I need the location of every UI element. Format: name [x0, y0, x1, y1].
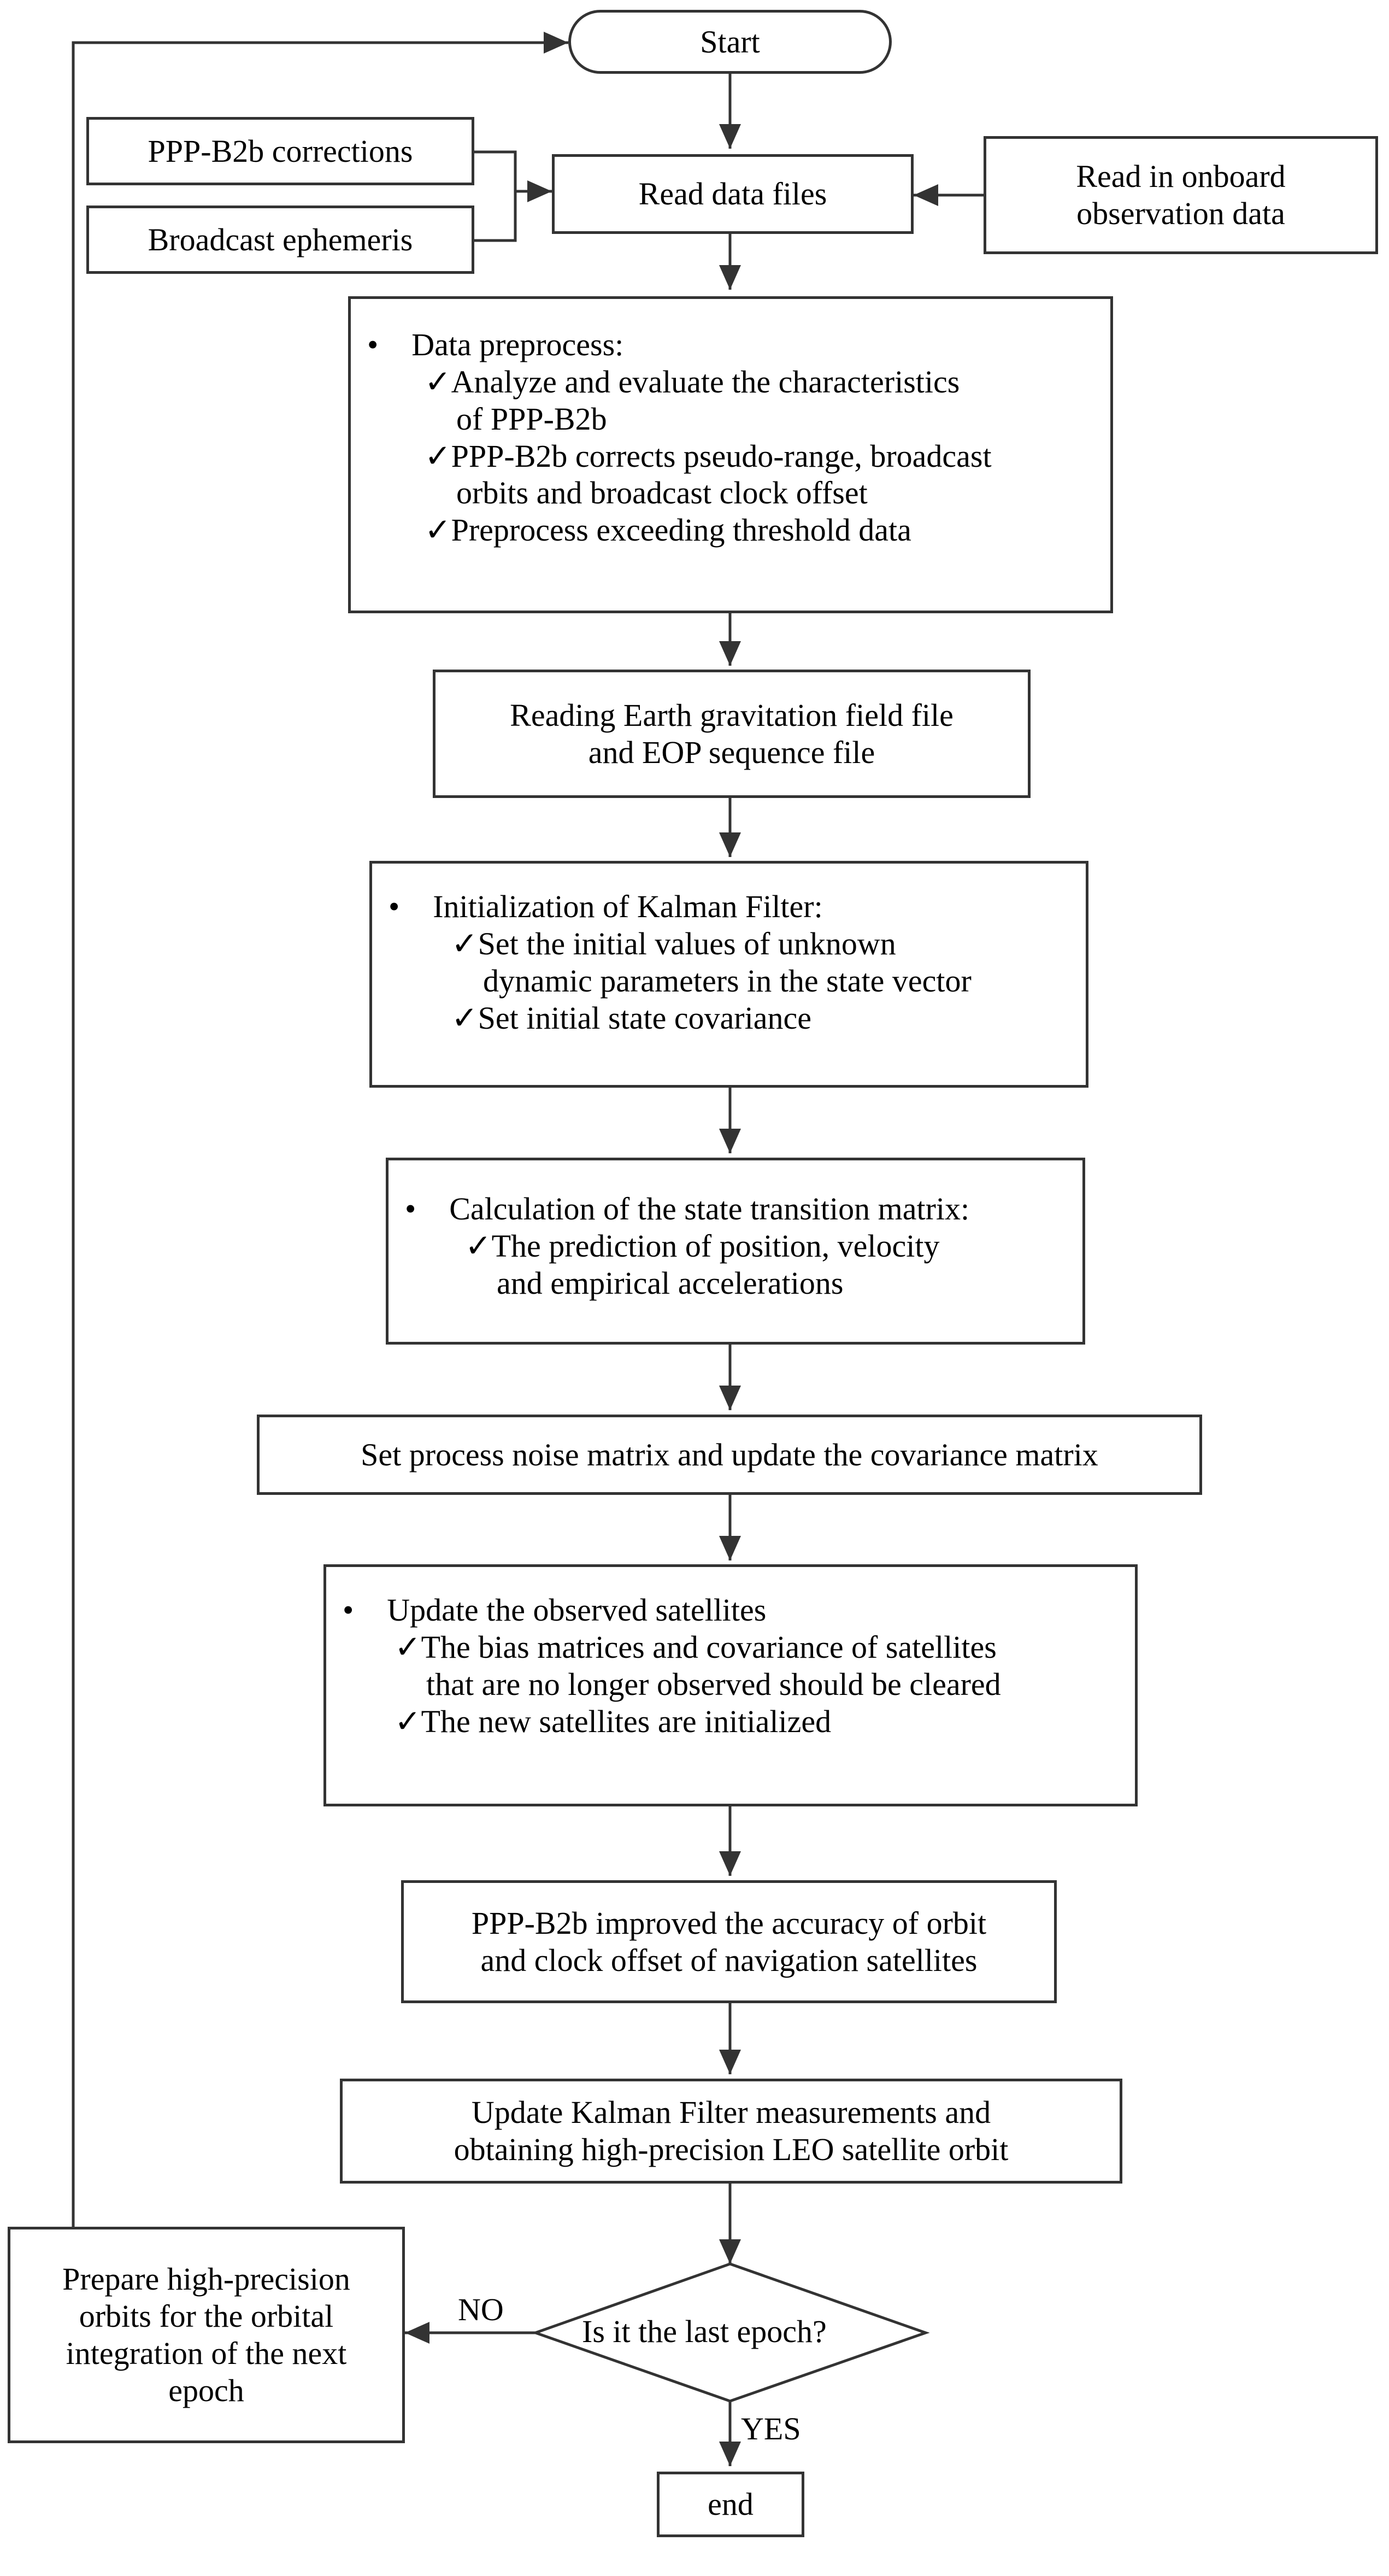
read-data-files-box: Read data files: [552, 154, 914, 234]
start-label: Start: [700, 24, 760, 60]
init-kalman-item-1-cont: dynamic parameters in the state vector: [483, 963, 972, 999]
end-label: end: [708, 2486, 754, 2522]
update-observed-item-1: ✓The bias matrices and covariance of sat…: [395, 1629, 997, 1665]
check-icon: ✓: [395, 1629, 421, 1665]
update-observed-title: •Update the observed satellites: [343, 1592, 767, 1628]
prepare-box: Prepare high-precision orbits for the or…: [8, 2227, 405, 2443]
bullet-icon: •: [343, 1592, 354, 1628]
read-onboard-line-2: observation data: [1076, 196, 1285, 231]
init-kalman-item-1: ✓Set the initial values of unknown: [451, 925, 896, 961]
update-kalman-line-2: obtaining high-precision LEO satellite o…: [454, 2132, 1009, 2167]
bullet-icon: •: [389, 889, 400, 924]
ppp-improved-box: PPP-B2b improved the accuracy of orbit a…: [401, 1880, 1057, 2003]
decision-label: Is it the last epoch?: [582, 2314, 827, 2349]
decision-diamond: [531, 2262, 930, 2403]
broadcast-ephemeris-box: Broadcast ephemeris: [86, 206, 474, 274]
bullet-icon: •: [405, 1191, 416, 1227]
prepare-line-1: Prepare high-precision: [62, 2261, 350, 2297]
edge-ephemeris-to-read: [474, 191, 517, 242]
edge-loop-back: [72, 32, 568, 2227]
check-icon: ✓: [425, 512, 451, 548]
ppp-b2b-corrections-box: PPP-B2b corrections: [86, 117, 474, 185]
process-noise-box: Set process noise matrix and update the …: [257, 1415, 1202, 1495]
edge-corrections-to-read: [474, 150, 552, 202]
preprocess-item-3: ✓Preprocess exceeding threshold data: [425, 512, 911, 548]
start-node: Start: [568, 10, 892, 74]
yes-label: YES: [741, 2411, 801, 2446]
update-observed-item-1-cont: that are no longer observed should be cl…: [426, 1666, 1001, 1702]
check-icon: ✓: [451, 1000, 478, 1036]
prepare-line-4: epoch: [168, 2372, 244, 2408]
read-data-files-label: Read data files: [638, 176, 827, 212]
data-preprocess-box: •Data preprocess: ✓Analyze and evaluate …: [348, 296, 1113, 613]
ppp-improved-line-2: and clock offset of navigation satellite…: [480, 1942, 978, 1978]
update-kalman-line-1: Update Kalman Filter measurements and: [471, 2094, 991, 2131]
read-onboard-box: Read in onboard observation data: [984, 136, 1378, 254]
no-label: NO: [458, 2292, 504, 2327]
bullet-icon: •: [367, 327, 379, 362]
reading-earth-box: Reading Earth gravitation field file and…: [433, 670, 1031, 798]
state-transition-item-1-cont: and empirical accelerations: [497, 1265, 844, 1301]
update-observed-item-2: ✓The new satellites are initialized: [395, 1703, 832, 1739]
end-node: end: [657, 2472, 804, 2537]
check-icon: ✓: [425, 438, 451, 474]
init-kalman-item-2: ✓Set initial state covariance: [451, 1000, 811, 1036]
prepare-line-2: orbits for the orbital: [79, 2298, 334, 2334]
state-transition-title: •Calculation of the state transition mat…: [405, 1191, 970, 1227]
ppp-b2b-corrections-label: PPP-B2b corrections: [148, 133, 413, 169]
process-noise-label: Set process noise matrix and update the …: [361, 1436, 1098, 1472]
check-icon: ✓: [465, 1228, 492, 1264]
check-icon: ✓: [425, 363, 451, 400]
ppp-improved-line-1: PPP-B2b improved the accuracy of orbit: [471, 1905, 987, 1941]
update-kalman-box: Update Kalman Filter measurements and ob…: [340, 2079, 1122, 2184]
preprocess-item-1-cont: of PPP-B2b: [456, 401, 607, 437]
update-observed-box: •Update the observed satellites ✓The bia…: [323, 1564, 1138, 1806]
prepare-line-3: integration of the next: [66, 2336, 347, 2371]
preprocess-item-2: ✓PPP-B2b corrects pseudo-range, broadcas…: [425, 438, 992, 474]
init-kalman-box: •Initialization of Kalman Filter: ✓Set t…: [369, 861, 1088, 1088]
data-preprocess-title: •Data preprocess:: [367, 327, 624, 362]
check-icon: ✓: [395, 1703, 421, 1739]
preprocess-item-1: ✓Analyze and evaluate the characteristic…: [425, 363, 960, 400]
broadcast-ephemeris-label: Broadcast ephemeris: [148, 221, 413, 257]
check-icon: ✓: [451, 925, 478, 961]
read-onboard-line-1: Read in onboard: [1076, 159, 1286, 195]
state-transition-box: •Calculation of the state transition mat…: [386, 1158, 1085, 1345]
reading-earth-line-1: Reading Earth gravitation field file: [510, 697, 954, 733]
preprocess-item-2-cont: orbits and broadcast clock offset: [456, 475, 868, 511]
reading-earth-line-2: and EOP sequence file: [588, 734, 875, 770]
state-transition-item-1: ✓The prediction of position, velocity: [465, 1228, 940, 1264]
init-kalman-title: •Initialization of Kalman Filter:: [389, 889, 823, 924]
